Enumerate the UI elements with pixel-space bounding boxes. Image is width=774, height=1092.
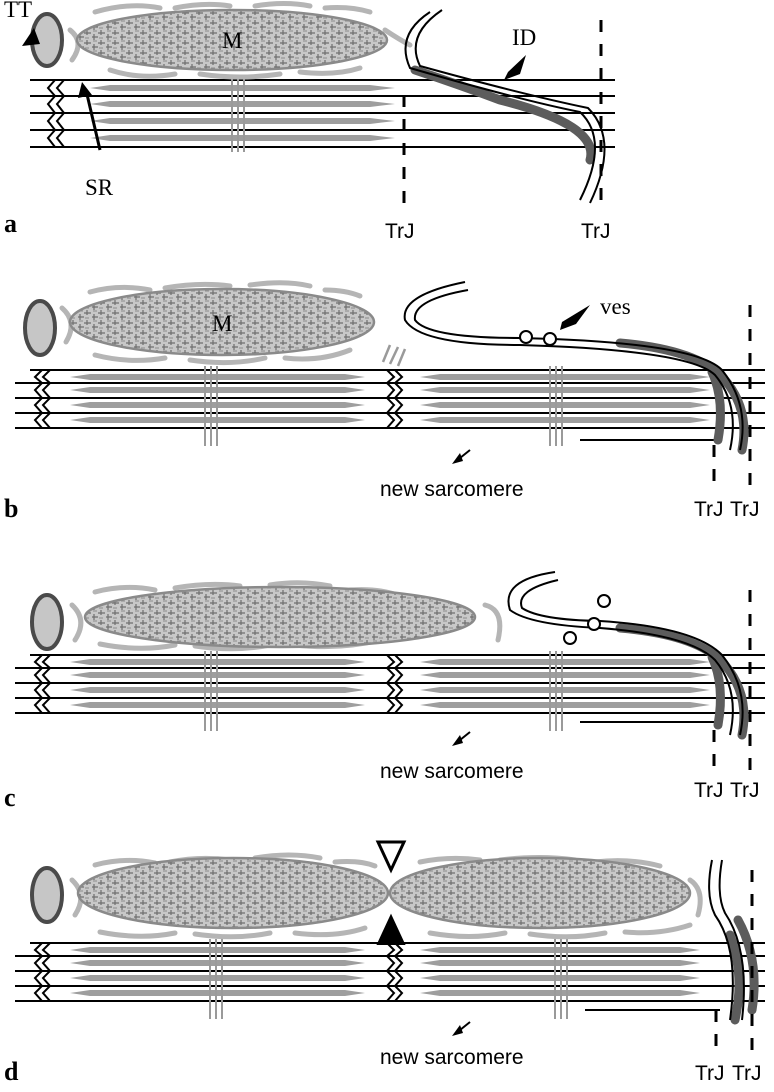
panel-c-new-sarcomere-arrow-icon [452, 735, 463, 746]
panel-c-t-tubule [30, 593, 64, 651]
panel-d-division-arrow-top-icon [375, 840, 407, 874]
panel-a-intercalated-disc [404, 9, 606, 204]
panel-a-sarcoplasmic-reticulum [67, 1, 413, 80]
panel-b-intercalated-disc [403, 281, 749, 455]
panel-d-mitochondrion-right [388, 856, 692, 930]
panel-b-ves-arrow-icon [560, 305, 590, 330]
panel-b-t-tubule [23, 299, 57, 357]
panel-c: new sarcomere TrJ TrJ c [4, 571, 765, 812]
panel-d-label-new-sarcomere: new sarcomere [380, 1046, 524, 1069]
panel-d-letter: d [4, 1057, 19, 1086]
panel-a-id-arrow-icon [504, 55, 526, 80]
panel-b-label-trj-right: TrJ [730, 498, 760, 521]
panel-a-sr-arrow-icon [78, 82, 92, 98]
panel-c-intercalated-disc [507, 571, 749, 740]
panel-a: TT SR M ID TrJ TrJ a [4, 0, 615, 243]
panel-b-letter: b [4, 494, 18, 523]
panel-b-label-new-sarcomere: new sarcomere [380, 478, 524, 501]
panel-b: M ves new sarcomere TrJ TrJ b [4, 280, 765, 523]
panel-b-new-sarcomere-arrow-icon [452, 453, 463, 464]
panel-d-thick-filaments [70, 939, 720, 1019]
panel-a-letter: a [4, 209, 17, 238]
panel-c-label-trj-left: TrJ [694, 779, 724, 802]
panel-a-label-tt: TT [4, 0, 32, 22]
panel-a-tt-arrow-icon [22, 28, 40, 46]
panel-d-label-trj-left: TrJ [695, 1062, 725, 1085]
panel-c-label-new-sarcomere: new sarcomere [380, 760, 524, 783]
panel-d-mitochondrion-left [76, 856, 390, 930]
panel-b-label-ves: ves [600, 294, 631, 319]
panel-a-thick-filaments [90, 76, 395, 152]
panel-b-vesicles [519, 330, 557, 346]
panel-c-letter: c [4, 783, 16, 812]
panel-a-mitochondrion [75, 8, 389, 72]
panel-b-thick-filaments [70, 366, 720, 446]
panel-b-mitochondrion [68, 287, 376, 357]
panel-a-label-sr: SR [85, 175, 114, 200]
panel-d: new sarcomere TrJ TrJ d [4, 840, 765, 1086]
panel-a-sr-arrow-line [84, 89, 102, 151]
panel-d-intercalated-disc [708, 859, 759, 1025]
panel-c-label-trj-right: TrJ [730, 779, 760, 802]
panel-d-t-tubule [30, 866, 64, 924]
panel-a-label-trj-left: TrJ [385, 220, 415, 243]
panel-c-vesicles [563, 594, 611, 645]
panel-b-label-m: M [212, 311, 232, 336]
panel-d-label-trj-right: TrJ [732, 1062, 762, 1085]
panel-d-division-arrow-bottom-icon [376, 913, 406, 945]
panel-c-mitochondrion [83, 585, 477, 649]
panel-a-label-trj-right: TrJ [581, 220, 611, 243]
panel-d-new-sarcomere-arrow-icon [452, 1025, 463, 1036]
panel-a-label-m: M [222, 28, 242, 53]
panel-a-label-id: ID [512, 25, 536, 50]
panel-c-thick-filaments [70, 651, 720, 731]
panel-b-label-trj-left: TrJ [694, 498, 724, 521]
